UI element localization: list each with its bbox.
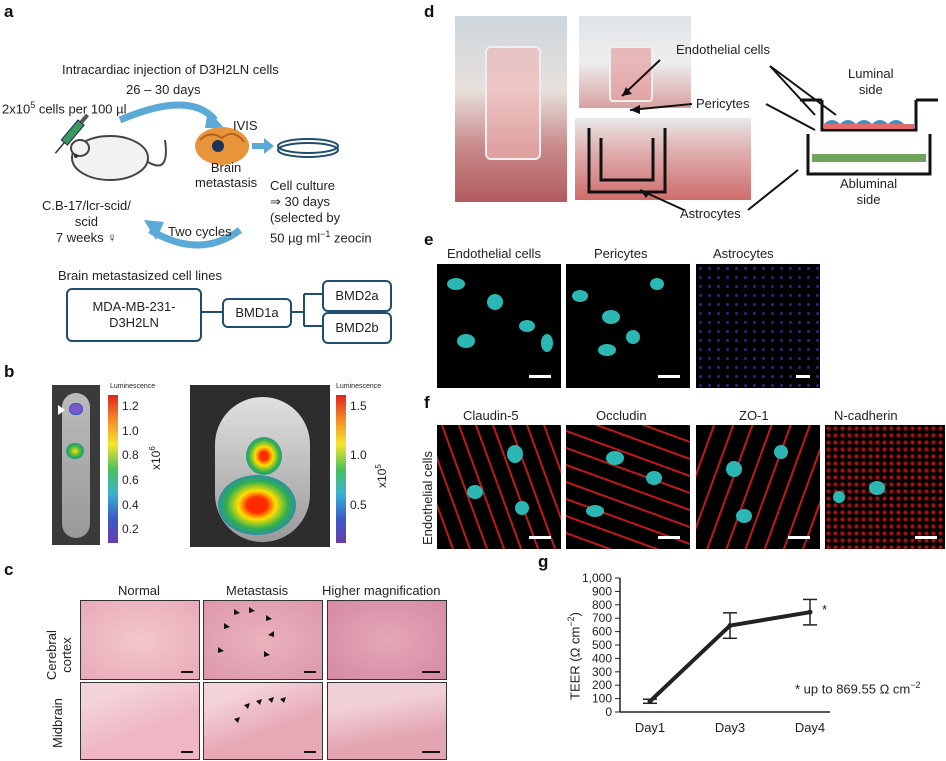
label-endothelial: Endothelial cells	[676, 42, 770, 57]
y-tick-label: 400	[592, 651, 612, 665]
y-tick-label: 300	[592, 665, 612, 679]
colorbar-tick-label: 0.8	[122, 448, 139, 463]
y-tick-label: 800	[592, 598, 612, 612]
e-label-pericytes: Pericytes	[594, 246, 648, 261]
col-higher-mag: Higher magnification	[322, 583, 441, 598]
panel-label-d: d	[424, 2, 435, 21]
f-row-label: Endothelial cells	[420, 451, 435, 545]
f-image-ncadherin	[825, 425, 945, 549]
colorbar-right-ticks: 1.5 1.0 0.5	[350, 395, 380, 543]
box-bmd1a: BMD1a	[222, 298, 292, 328]
colorbar-tick-label: 0.2	[122, 522, 139, 537]
data-point	[647, 698, 653, 704]
e-image-pericytes	[566, 264, 690, 388]
metastasis-arrowheads-midbrain	[234, 697, 286, 723]
he-normal-midbrain	[80, 682, 200, 760]
colorbar-tick-label: 0.6	[122, 473, 139, 487]
y-tick-label: 100	[592, 692, 612, 706]
f-label-occludin: Occludin	[596, 408, 647, 423]
colorbar-tick-label: 1.5	[350, 399, 367, 413]
colorbar-right	[336, 395, 346, 543]
unit-right: x105	[374, 464, 389, 488]
e-image-astrocytes	[696, 264, 820, 388]
significance-star: *	[822, 602, 827, 617]
days-label: 26 – 30 days	[126, 82, 201, 97]
x-tick-label: Day3	[715, 720, 745, 735]
f-label-ncadherin: N-cadherin	[834, 408, 898, 423]
panel-d-diagram	[621, 59, 938, 211]
e-image-endothelial	[437, 264, 561, 388]
colorbar-left-ticks: 1.2 1.0 0.8 0.6 0.4 0.2	[122, 395, 152, 543]
f-image-zo1	[696, 425, 820, 549]
panel-label-c: c	[4, 560, 14, 579]
panel-label-a: a	[4, 2, 14, 21]
col-normal: Normal	[118, 583, 160, 598]
box-bmd2a: BMD2a	[322, 280, 392, 312]
panel-label-e: e	[424, 230, 434, 249]
cell-culture-label: Cell culture ⇒ 30 days (selected by 50 µ…	[270, 178, 372, 246]
box-bmd2b: BMD2b	[322, 312, 392, 344]
metastasis-arrowheads	[218, 607, 274, 657]
colorbar-tick-label: 1.2	[122, 399, 139, 413]
f-image-occludin	[566, 425, 690, 549]
y-tick-label: 700	[592, 611, 612, 625]
transwell-outline	[587, 128, 667, 194]
mouse-strain-label: C.B-17/lcr-scid/ scid 7 weeks ♀	[42, 198, 131, 245]
unit-left: x106	[148, 446, 163, 470]
he-metastasis-midbrain	[203, 682, 323, 760]
panel-label-b: b	[4, 362, 15, 381]
col-metastasis: Metastasis	[226, 583, 289, 598]
cell-lines-title: Brain metastasized cell lines	[58, 268, 223, 283]
chart-footnote: * up to 869.55 Ω cm−2	[795, 680, 921, 697]
panel-a-schematic	[54, 101, 339, 249]
two-cycles-label: Two cycles	[168, 224, 232, 239]
e-label-endothelial: Endothelial cells	[447, 246, 541, 261]
panel-label-f: f	[424, 393, 430, 412]
he-metastasis-cortex	[203, 600, 323, 680]
panel-label-g: g	[538, 552, 549, 571]
y-tick-label: 0	[605, 705, 612, 719]
label-astrocytes: Astrocytes	[680, 206, 741, 221]
y-tick-label: 1,000	[582, 571, 612, 585]
lum-label-left: Luminescence	[110, 383, 156, 390]
ivis-brain-image	[190, 385, 330, 547]
colorbar-left	[108, 395, 118, 543]
e-label-astrocytes: Astrocytes	[713, 246, 774, 261]
colorbar-tick-label: 0.4	[122, 497, 139, 512]
x-tick-label: Day4	[795, 720, 825, 735]
cell-line-connectors	[200, 293, 322, 327]
he-normal-cortex	[80, 600, 200, 680]
injection-title: Intracardiac injection of D3H2LN cells	[62, 62, 279, 77]
ivis-label: IVIS	[233, 118, 258, 133]
f-image-claudin5	[437, 425, 561, 549]
x-tick-label: Day1	[635, 720, 665, 735]
lum-label-right: Luminescence	[336, 383, 382, 390]
row-midbrain: Midbrain	[50, 698, 65, 748]
data-point	[807, 609, 813, 615]
label-pericytes: Pericytes	[696, 96, 750, 111]
f-label-claudin5: Claudin-5	[463, 408, 519, 423]
y-tick-label: 900	[592, 584, 612, 598]
box-parent-line: MDA-MB-231-D3H2LN	[66, 288, 202, 342]
he-higher-mag-midbrain	[327, 682, 447, 760]
colorbar-tick-label: 0.5	[350, 497, 367, 512]
y-tick-label: 600	[592, 625, 612, 639]
colorbar-tick-label: 1.0	[350, 448, 367, 463]
cell-count: 2x105 cells per 100 µl	[2, 100, 127, 117]
f-label-zo1: ZO-1	[739, 408, 769, 423]
transwell-photo-1	[455, 16, 567, 202]
data-point	[727, 623, 733, 629]
ivis-mouse-image	[52, 385, 100, 545]
y-tick-label: 500	[592, 638, 612, 652]
colorbar-tick-label: 1.0	[122, 423, 139, 438]
chart-ylabel: TEER (Ω cm−2)	[566, 612, 583, 700]
transwell-plate-photo	[575, 118, 751, 200]
y-tick-label: 200	[592, 678, 612, 692]
he-higher-mag-cortex	[327, 600, 447, 680]
